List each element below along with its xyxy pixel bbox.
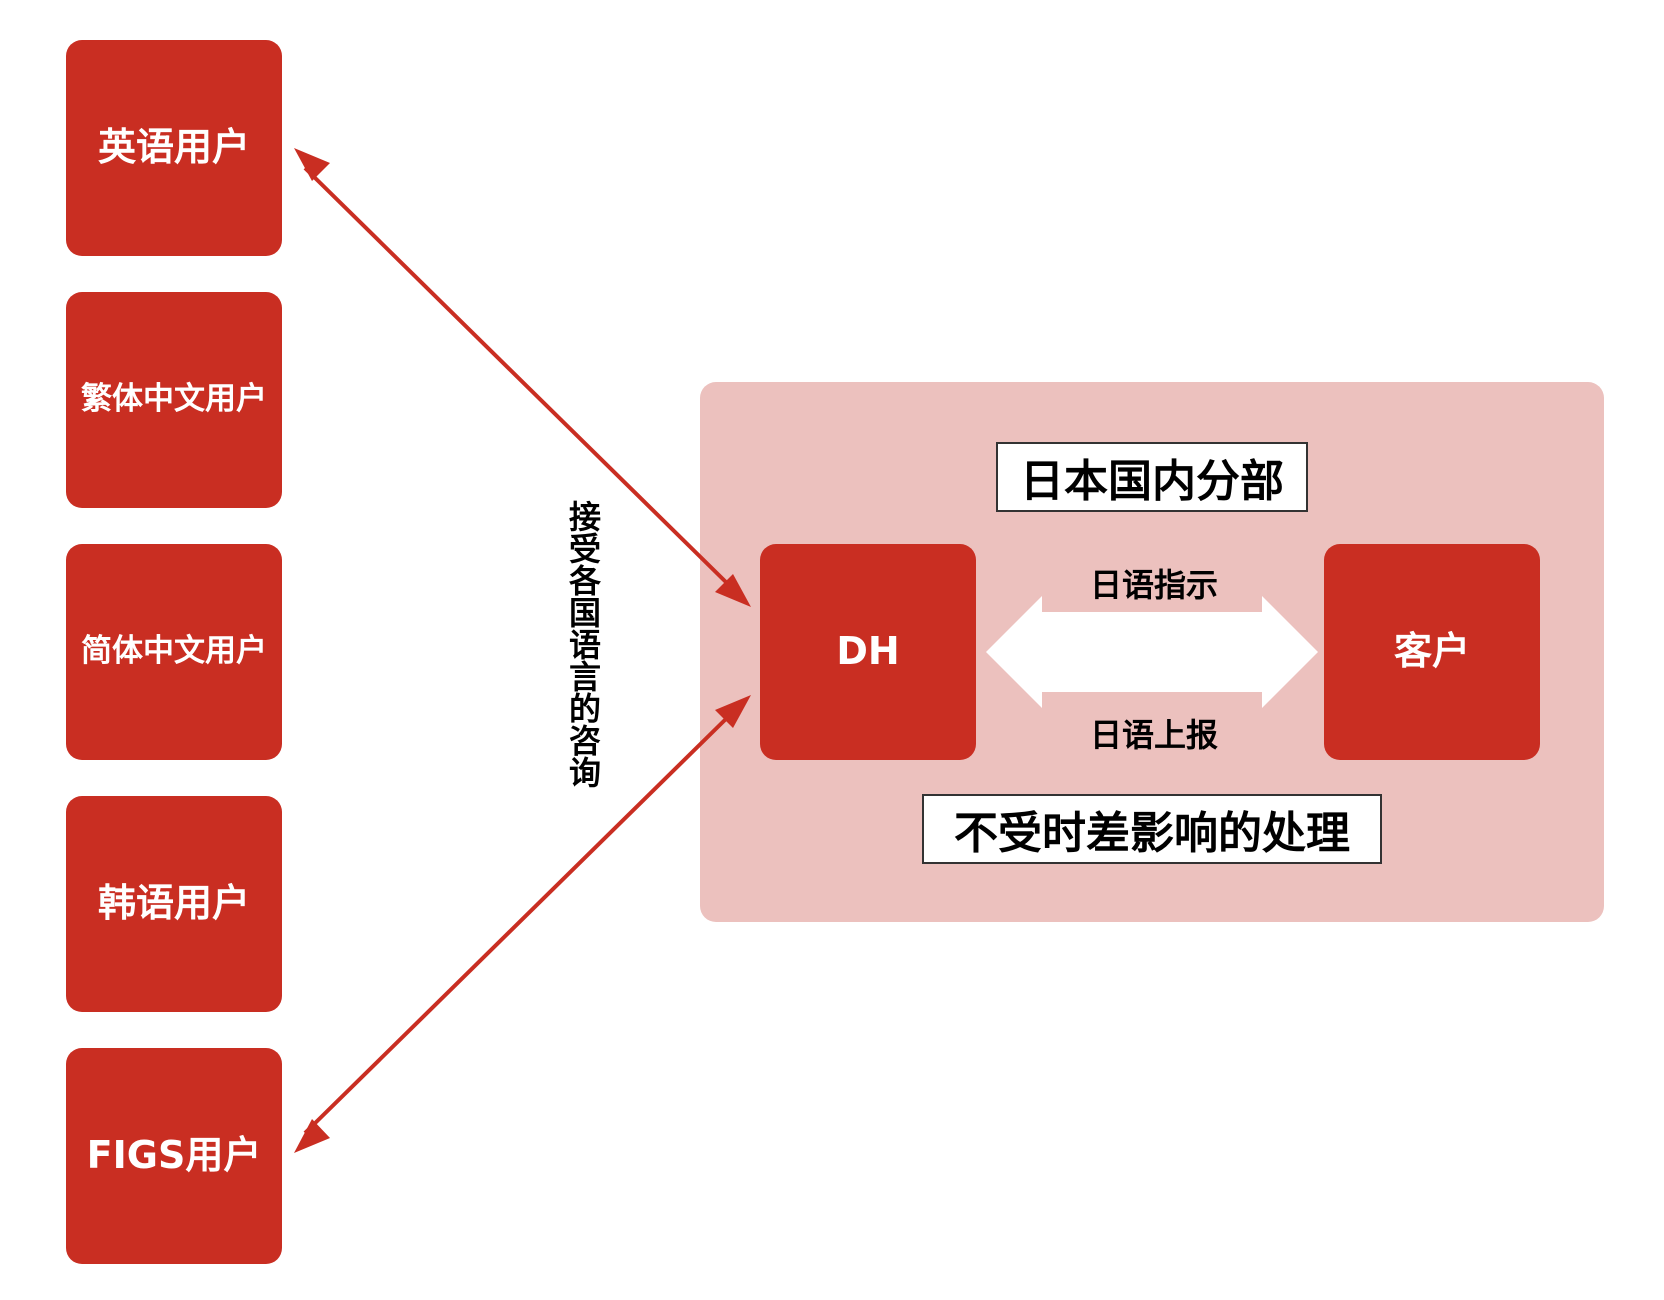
user-label-english: 英语用户 <box>97 125 250 170</box>
branch-footer: 不受时差影响的处理 <box>922 794 1382 864</box>
user-label-traditional-chinese: 繁体中文用户 <box>81 381 267 418</box>
user-box-figs: FIGS用户 <box>66 1048 282 1264</box>
arrow-english-dh <box>294 148 751 607</box>
report-label: 日语上报 <box>1090 716 1219 754</box>
branch-title: 日本国内分部 <box>996 442 1308 512</box>
dh-client-double-arrow <box>986 596 1318 708</box>
user-label-simplified-chinese: 简体中文用户 <box>81 633 267 670</box>
dh-label: DH <box>836 629 900 674</box>
dh-box: DH <box>760 544 976 760</box>
consult-label: 接受各国语言的咨询 <box>564 500 602 788</box>
user-box-english: 英语用户 <box>66 40 282 256</box>
user-box-traditional-chinese: 繁体中文用户 <box>66 292 282 508</box>
user-box-korean: 韩语用户 <box>66 796 282 1012</box>
user-label-figs: FIGS用户 <box>86 1133 262 1178</box>
instruction-label: 日语指示 <box>1090 566 1219 604</box>
user-box-simplified-chinese: 简体中文用户 <box>66 544 282 760</box>
client-label: 客户 <box>1393 629 1470 674</box>
arrow-figs-dh <box>294 695 751 1153</box>
user-label-korean: 韩语用户 <box>97 881 250 926</box>
client-box: 客户 <box>1324 544 1540 760</box>
